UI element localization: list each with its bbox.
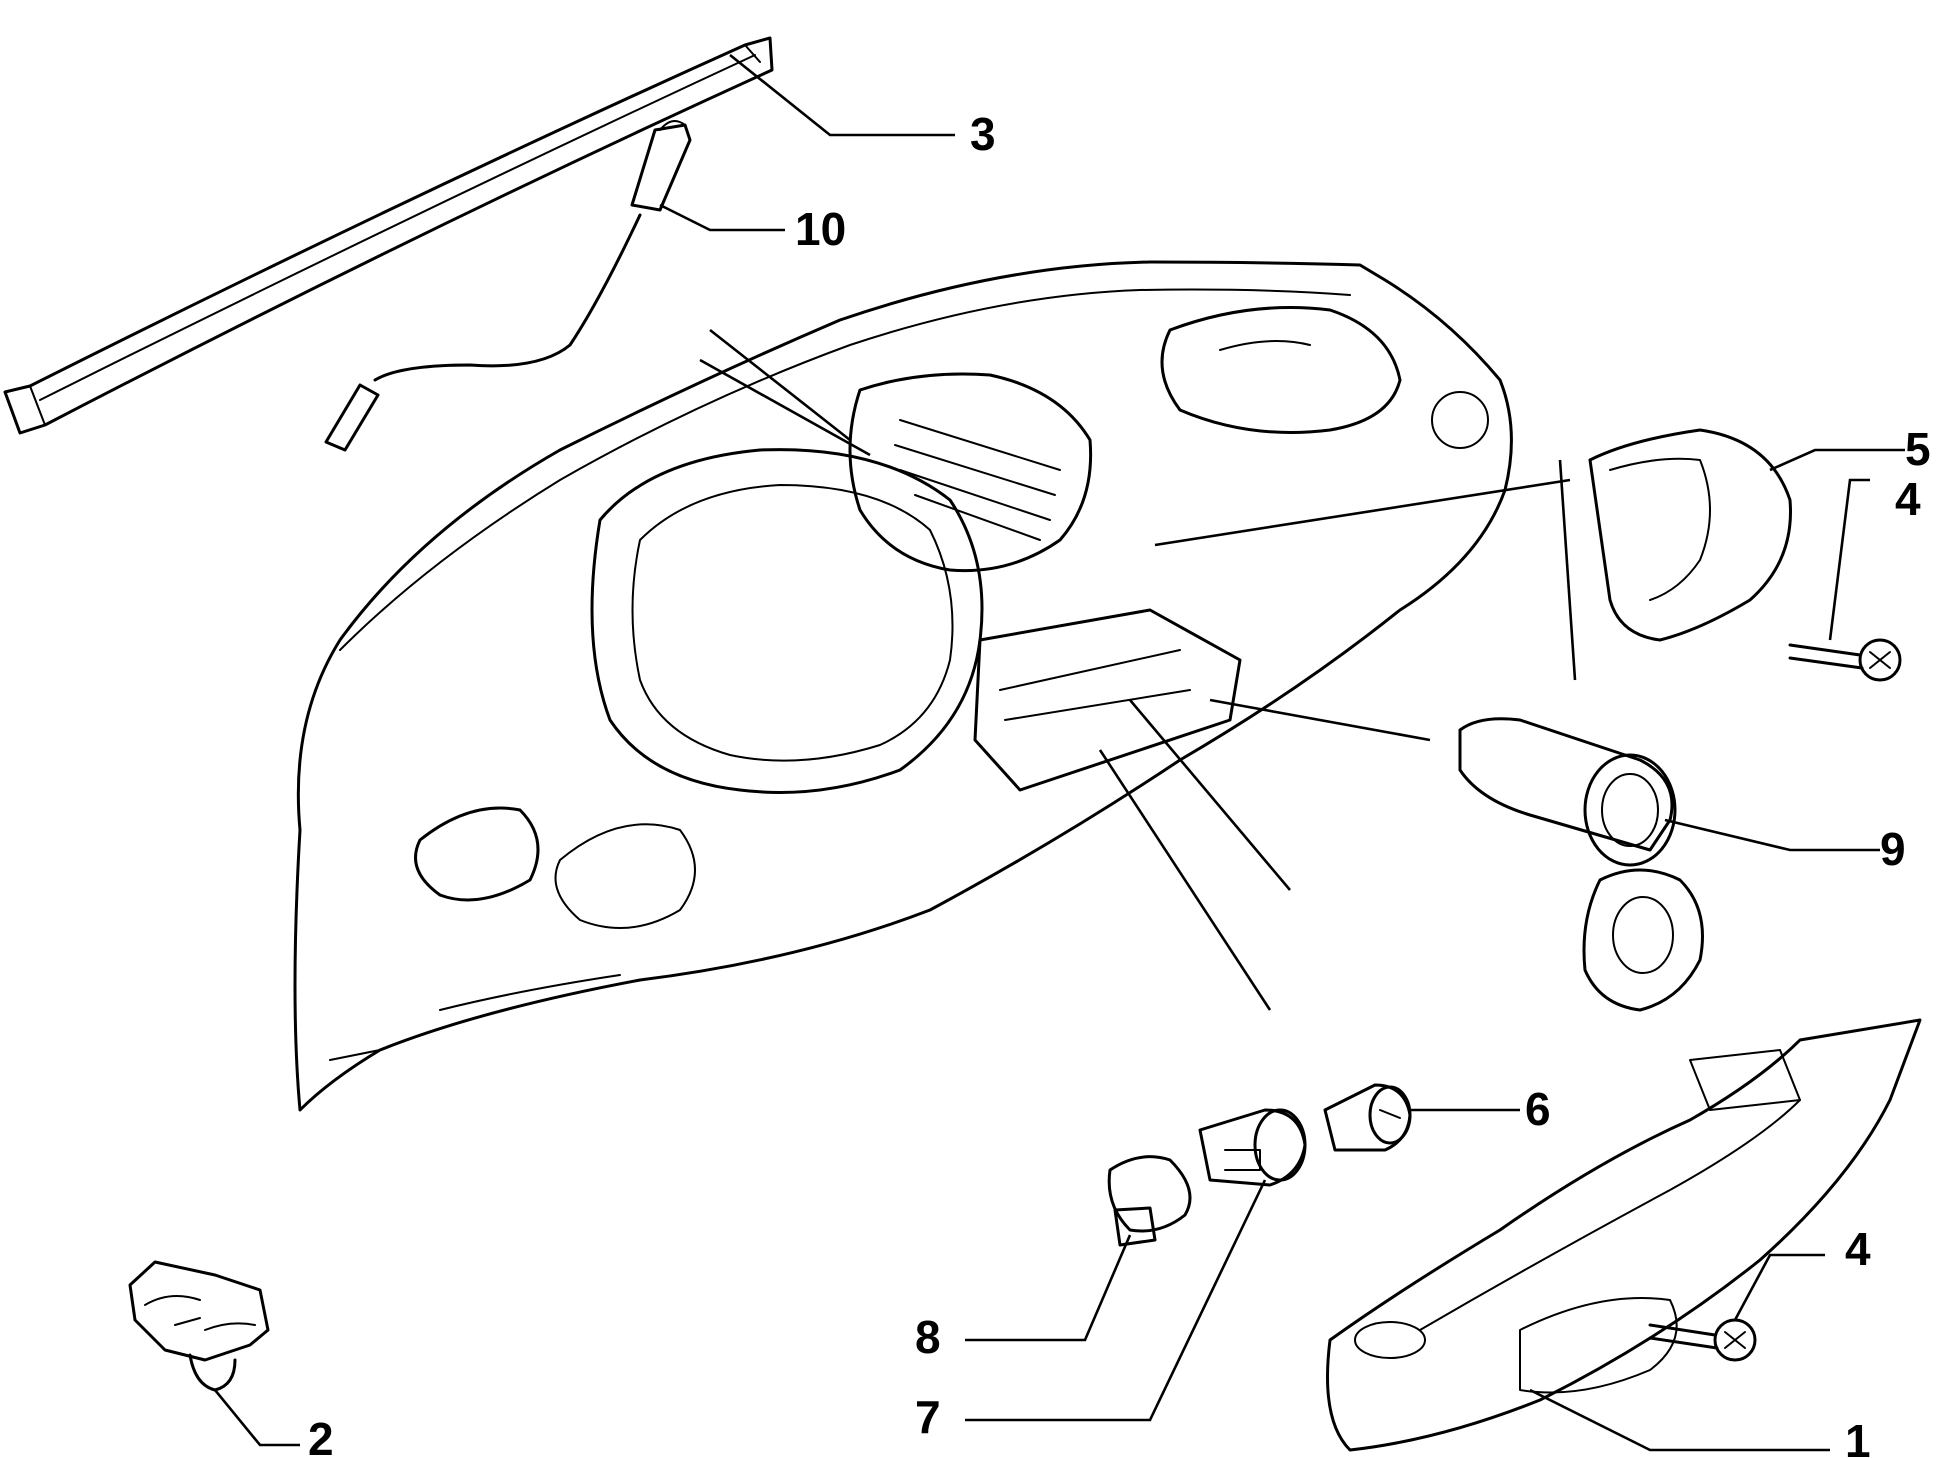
part-2-clip-bracket (128, 1260, 270, 1392)
callout-8: 8 (915, 1311, 941, 1363)
part-3-seal-strip (3, 36, 774, 435)
leader-9 (1664, 818, 1880, 852)
leader-3 (729, 53, 955, 137)
leader-4a (1828, 478, 1870, 641)
part-4-screw-upper (1788, 638, 1902, 682)
callout-7: 7 (915, 1391, 941, 1443)
part-9-power-socket (1458, 717, 1704, 1012)
leader-7 (965, 1179, 1267, 1422)
leader-1 (1529, 1388, 1830, 1452)
callout-5: 5 (1905, 423, 1931, 475)
part-8-small-socket (1107, 1155, 1192, 1247)
part-10-sensor-cable (324, 120, 692, 452)
leader-10 (659, 203, 785, 232)
callout-1: 1 (1845, 1415, 1871, 1458)
callout-labels: 3 10 5 4 9 6 4 1 7 8 2 (308, 108, 1931, 1458)
callout-4-upper: 4 (1895, 473, 1921, 525)
leader-8 (965, 1234, 1132, 1342)
callout-4-lower: 4 (1845, 1223, 1871, 1275)
callout-10: 10 (795, 203, 846, 255)
callout-6: 6 (1525, 1083, 1551, 1135)
leader-2 (213, 1389, 300, 1447)
part-7-socket (1198, 1108, 1307, 1187)
callout-2: 2 (308, 1413, 334, 1458)
leader-4b (1733, 1253, 1825, 1321)
callout-9: 9 (1880, 823, 1906, 875)
part-5-handle-cup (1588, 428, 1792, 642)
part-1-glovebox (1326, 1018, 1922, 1452)
callout-3: 3 (970, 108, 996, 160)
leader-lines (213, 53, 1905, 1452)
part-6-lock-cylinder (1323, 1083, 1412, 1152)
dashboard-body (293, 260, 1513, 1112)
leader-5 (1769, 448, 1905, 472)
